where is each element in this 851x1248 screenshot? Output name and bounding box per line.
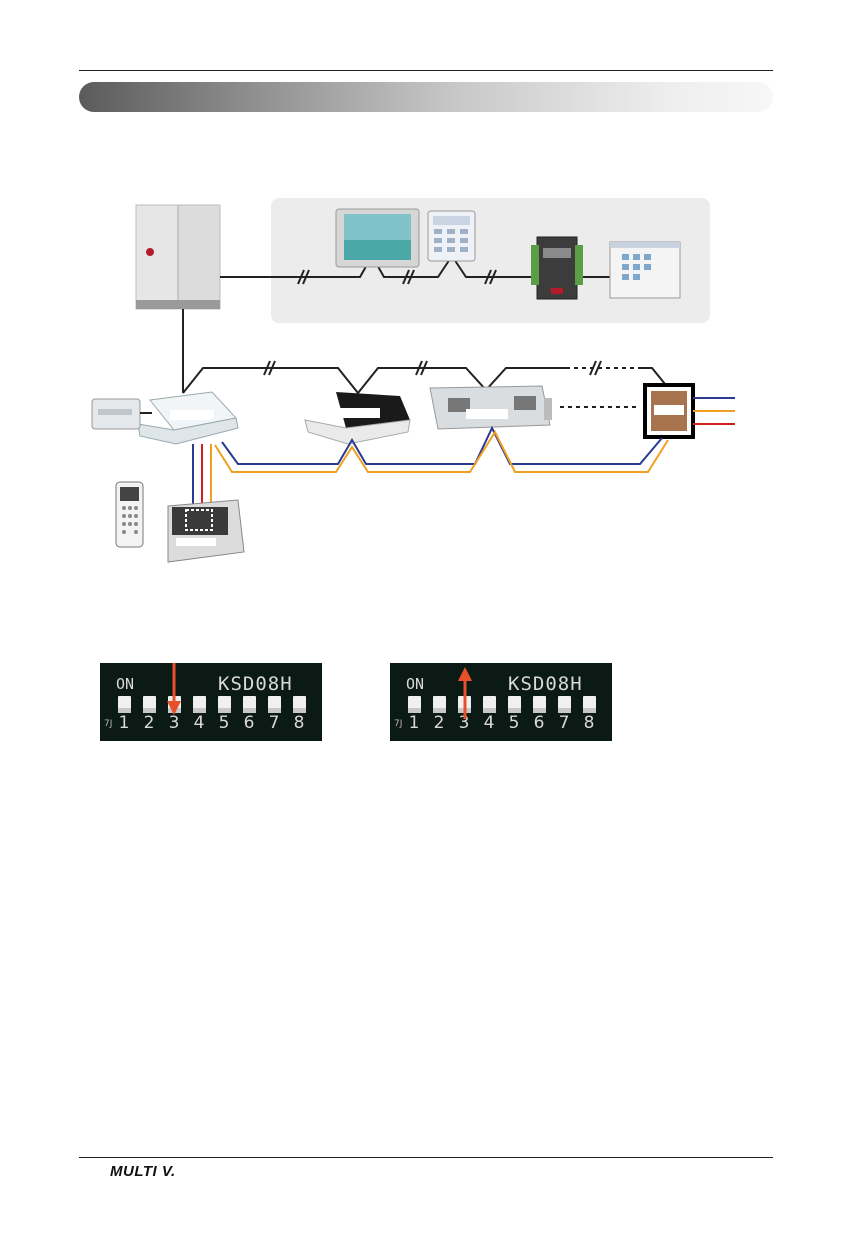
touch-screen-controller xyxy=(336,209,419,267)
ducted-unit xyxy=(430,386,552,429)
remote-wiring xyxy=(193,444,211,512)
indoor-network-line xyxy=(183,361,665,393)
group-control-wiring xyxy=(215,428,668,472)
outdoor-unit xyxy=(136,205,220,309)
arrow-up-icon xyxy=(390,663,612,741)
wired-remote-controller xyxy=(168,500,244,562)
pc-software-screen xyxy=(610,242,680,298)
ceiling-cassette-2way xyxy=(305,392,410,444)
ceiling-cassette-4way xyxy=(138,392,238,444)
multi-v-logo: MULTI V. xyxy=(110,1163,176,1180)
arrow-down-icon xyxy=(100,663,322,741)
wireless-remote-controller xyxy=(116,482,143,547)
system-diagram xyxy=(0,0,851,600)
dip-switch-off: ON KSD08H 7J 1 2 3 4 5 6 7 8 xyxy=(100,663,322,741)
gateway-device xyxy=(531,237,583,299)
interface-module xyxy=(645,385,735,437)
keypad-controller xyxy=(428,211,475,261)
dip-switch-on: ON KSD08H 7J 1 2 3 4 5 6 7 8 xyxy=(390,663,612,741)
footer-rule xyxy=(79,1157,773,1158)
